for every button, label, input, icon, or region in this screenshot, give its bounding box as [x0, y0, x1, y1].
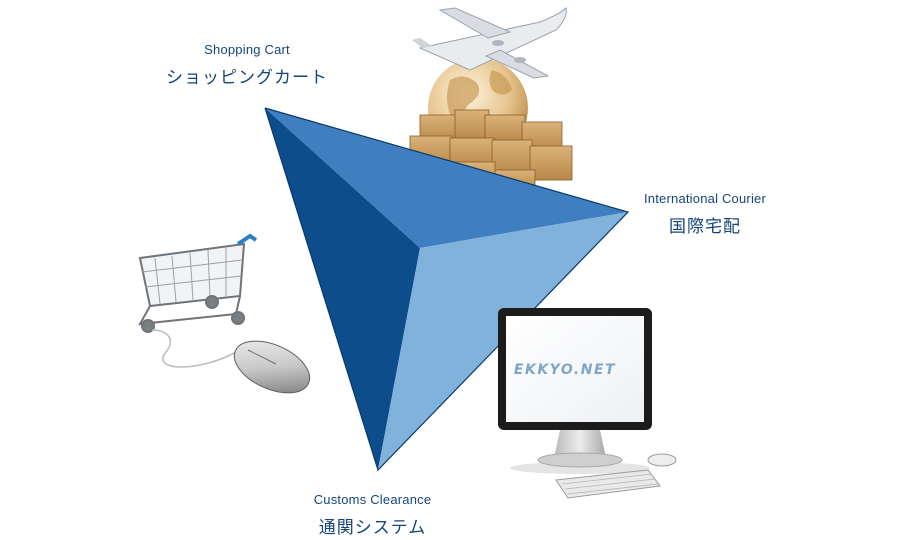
triangle-face-top — [265, 108, 628, 248]
monitor-illustration: EKKYO.NET — [498, 308, 652, 474]
monitor-screen — [506, 316, 644, 422]
triangle-face-left — [265, 108, 420, 470]
keyboard-illustration — [555, 453, 677, 499]
shopping-cart-label-en: Shopping Cart — [204, 42, 290, 57]
international-courier-label: International Courier 国際宅配 — [615, 191, 795, 237]
desk-mouse-icon — [647, 453, 677, 467]
customs-clearance-label: Customs Clearance 通関システム — [290, 492, 455, 538]
shopping-cart-label-ja: ショッピングカート — [166, 68, 328, 87]
customs-clearance-label-ja: 通関システム — [318, 518, 427, 537]
airplane-icon — [412, 6, 567, 79]
shopping-cart-label: Shopping Cart ショッピングカート — [147, 42, 347, 88]
customs-clearance-label-en: Customs Clearance — [313, 492, 432, 507]
computer-mouse-icon — [151, 329, 311, 394]
shopping-cart-icon — [138, 233, 258, 333]
international-courier-label-ja: 国際宅配 — [669, 217, 741, 236]
international-courier-label-en: International Courier — [644, 191, 766, 206]
monitor-screen-text: EKKYO.NET — [514, 362, 616, 378]
